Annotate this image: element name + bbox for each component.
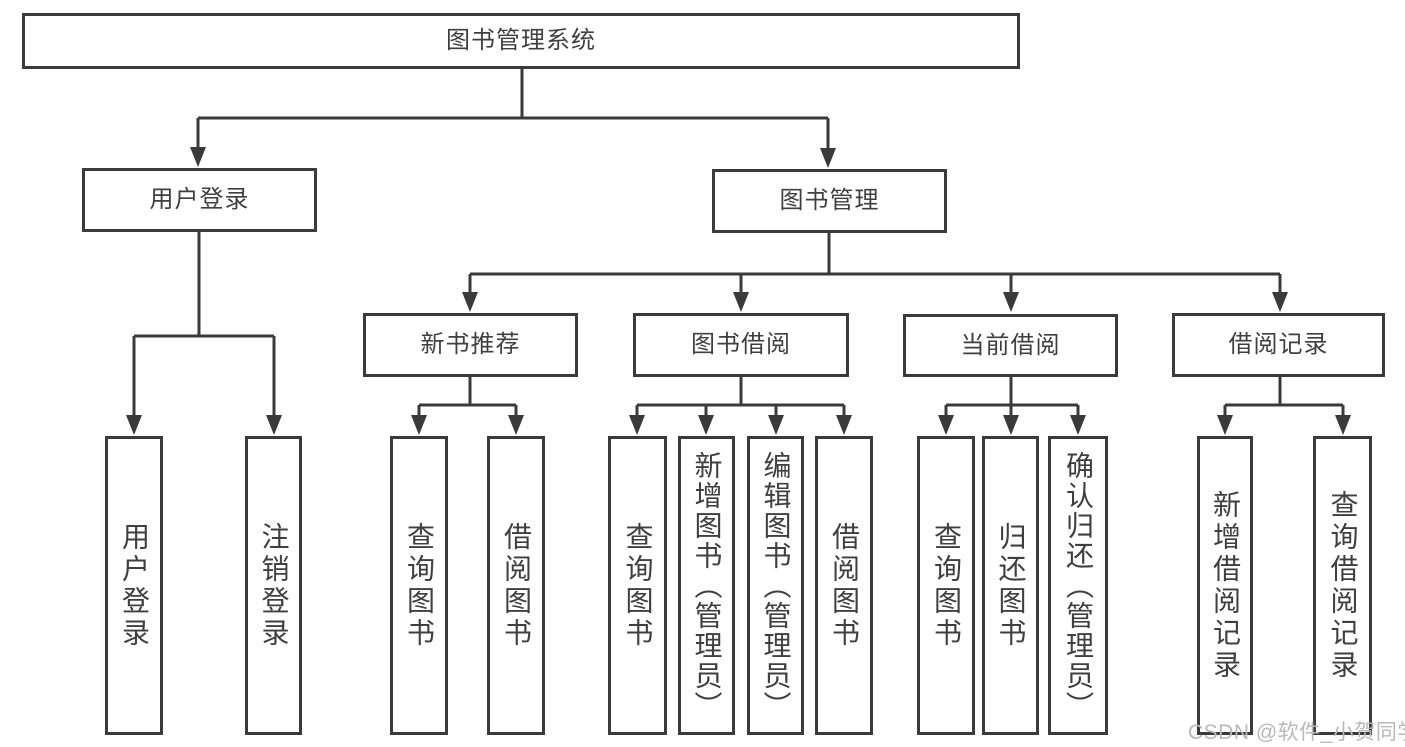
leaf-edit-book-admin: 编辑图书（管理员） <box>747 436 804 735</box>
node-borrow-record: 借阅记录 <box>1172 313 1385 377</box>
arrowheads <box>126 147 1351 435</box>
leaf-recommend-query-book: 查询图书 <box>390 436 448 735</box>
node-user-login: 用户登录 <box>82 168 317 232</box>
leaf-add-borrow-record: 新增借阅记录 <box>1197 436 1253 735</box>
node-new-book-recommend: 新书推荐 <box>363 313 578 377</box>
node-root: 图书管理系统 <box>22 13 1020 69</box>
leaf-current-query-book: 查询图书 <box>917 436 975 735</box>
leaf-borrow-book: 借阅图书 <box>815 436 873 735</box>
leaf-query-borrow-record: 查询借阅记录 <box>1313 436 1372 735</box>
leaf-user-login: 用户登录 <box>105 436 163 735</box>
leaf-confirm-return-admin: 确认归还（管理员） <box>1048 436 1108 735</box>
leaf-logout: 注销登录 <box>245 436 302 735</box>
leaf-borrow-query-book: 查询图书 <box>608 436 667 735</box>
node-current-borrow: 当前借阅 <box>903 314 1118 377</box>
node-book-borrow: 图书借阅 <box>633 313 849 377</box>
connector-strokes <box>132 69 1345 418</box>
leaf-return-book: 归还图书 <box>982 436 1039 735</box>
node-book-management: 图书管理 <box>712 169 947 233</box>
watermark-text: CSDN @软件_小贺同学 <box>1188 721 1405 744</box>
leaf-add-book-admin: 新增图书（管理员） <box>678 436 735 735</box>
leaf-recommend-borrow-book: 借阅图书 <box>487 436 545 735</box>
